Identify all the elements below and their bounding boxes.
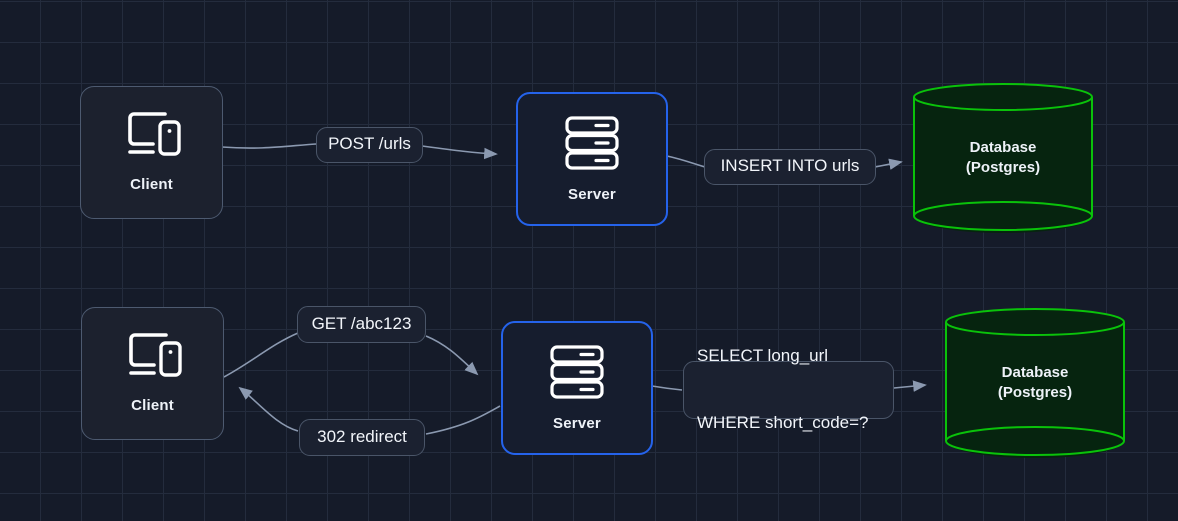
server-rack-icon bbox=[548, 344, 606, 405]
node-database-top[interactable]: Database (Postgres) bbox=[908, 80, 1098, 235]
desktop-mobile-icon bbox=[121, 111, 183, 166]
edge-label-302-redirect[interactable]: 302 redirect bbox=[299, 419, 425, 456]
node-client-bottom[interactable]: Client bbox=[81, 307, 224, 440]
edge-line-insert-into-urls bbox=[666, 155, 706, 168]
server-rack-icon bbox=[563, 115, 621, 176]
node-label-server-top: Server bbox=[568, 185, 616, 203]
edge-label-insert-into-urls[interactable]: INSERT INTO urls bbox=[704, 149, 876, 185]
edge-label-select-long-url[interactable]: SELECT long_url WHERE short_code=? bbox=[683, 346, 894, 432]
node-database-bottom[interactable]: Database (Postgres) bbox=[940, 305, 1130, 460]
edge-label-post-urls[interactable]: POST /urls bbox=[316, 127, 423, 163]
edge-label-text: INSERT INTO urls bbox=[720, 156, 860, 176]
edge-line-select-long-url bbox=[651, 385, 683, 391]
edge-line-get-abc123-arrow bbox=[425, 335, 479, 376]
node-server-bottom[interactable]: Server bbox=[501, 321, 653, 455]
edge-line-post-urls bbox=[221, 143, 317, 149]
edge-label-text-line-1: SELECT long_url bbox=[697, 346, 829, 366]
edge-label-text: POST /urls bbox=[328, 134, 411, 154]
edge-line-get-abc123 bbox=[223, 332, 299, 378]
edge-line-302-redirect bbox=[425, 405, 501, 435]
edge-line-302-redirect-arrow bbox=[238, 386, 299, 432]
edge-line-insert-into-urls-arrow bbox=[874, 158, 903, 170]
database-cylinder-icon bbox=[913, 83, 1093, 233]
edge-label-text-line-2: WHERE short_code=? bbox=[697, 413, 869, 433]
database-cylinder-icon bbox=[945, 308, 1125, 458]
node-label-server-bottom: Server bbox=[553, 414, 601, 432]
edge-label-text: GET /abc123 bbox=[311, 313, 412, 333]
desktop-mobile-icon bbox=[122, 332, 184, 387]
edge-line-post-urls-arrow bbox=[421, 145, 498, 160]
edge-line-select-long-url-arrow bbox=[893, 380, 927, 392]
node-label-client-top: Client bbox=[130, 176, 173, 194]
edge-label-get-abc123[interactable]: GET /abc123 bbox=[297, 306, 426, 343]
node-label-client-bottom: Client bbox=[131, 397, 174, 415]
edge-label-text: 302 redirect bbox=[317, 426, 407, 446]
node-server-top[interactable]: Server bbox=[516, 92, 668, 226]
node-client-top[interactable]: Client bbox=[80, 86, 223, 219]
